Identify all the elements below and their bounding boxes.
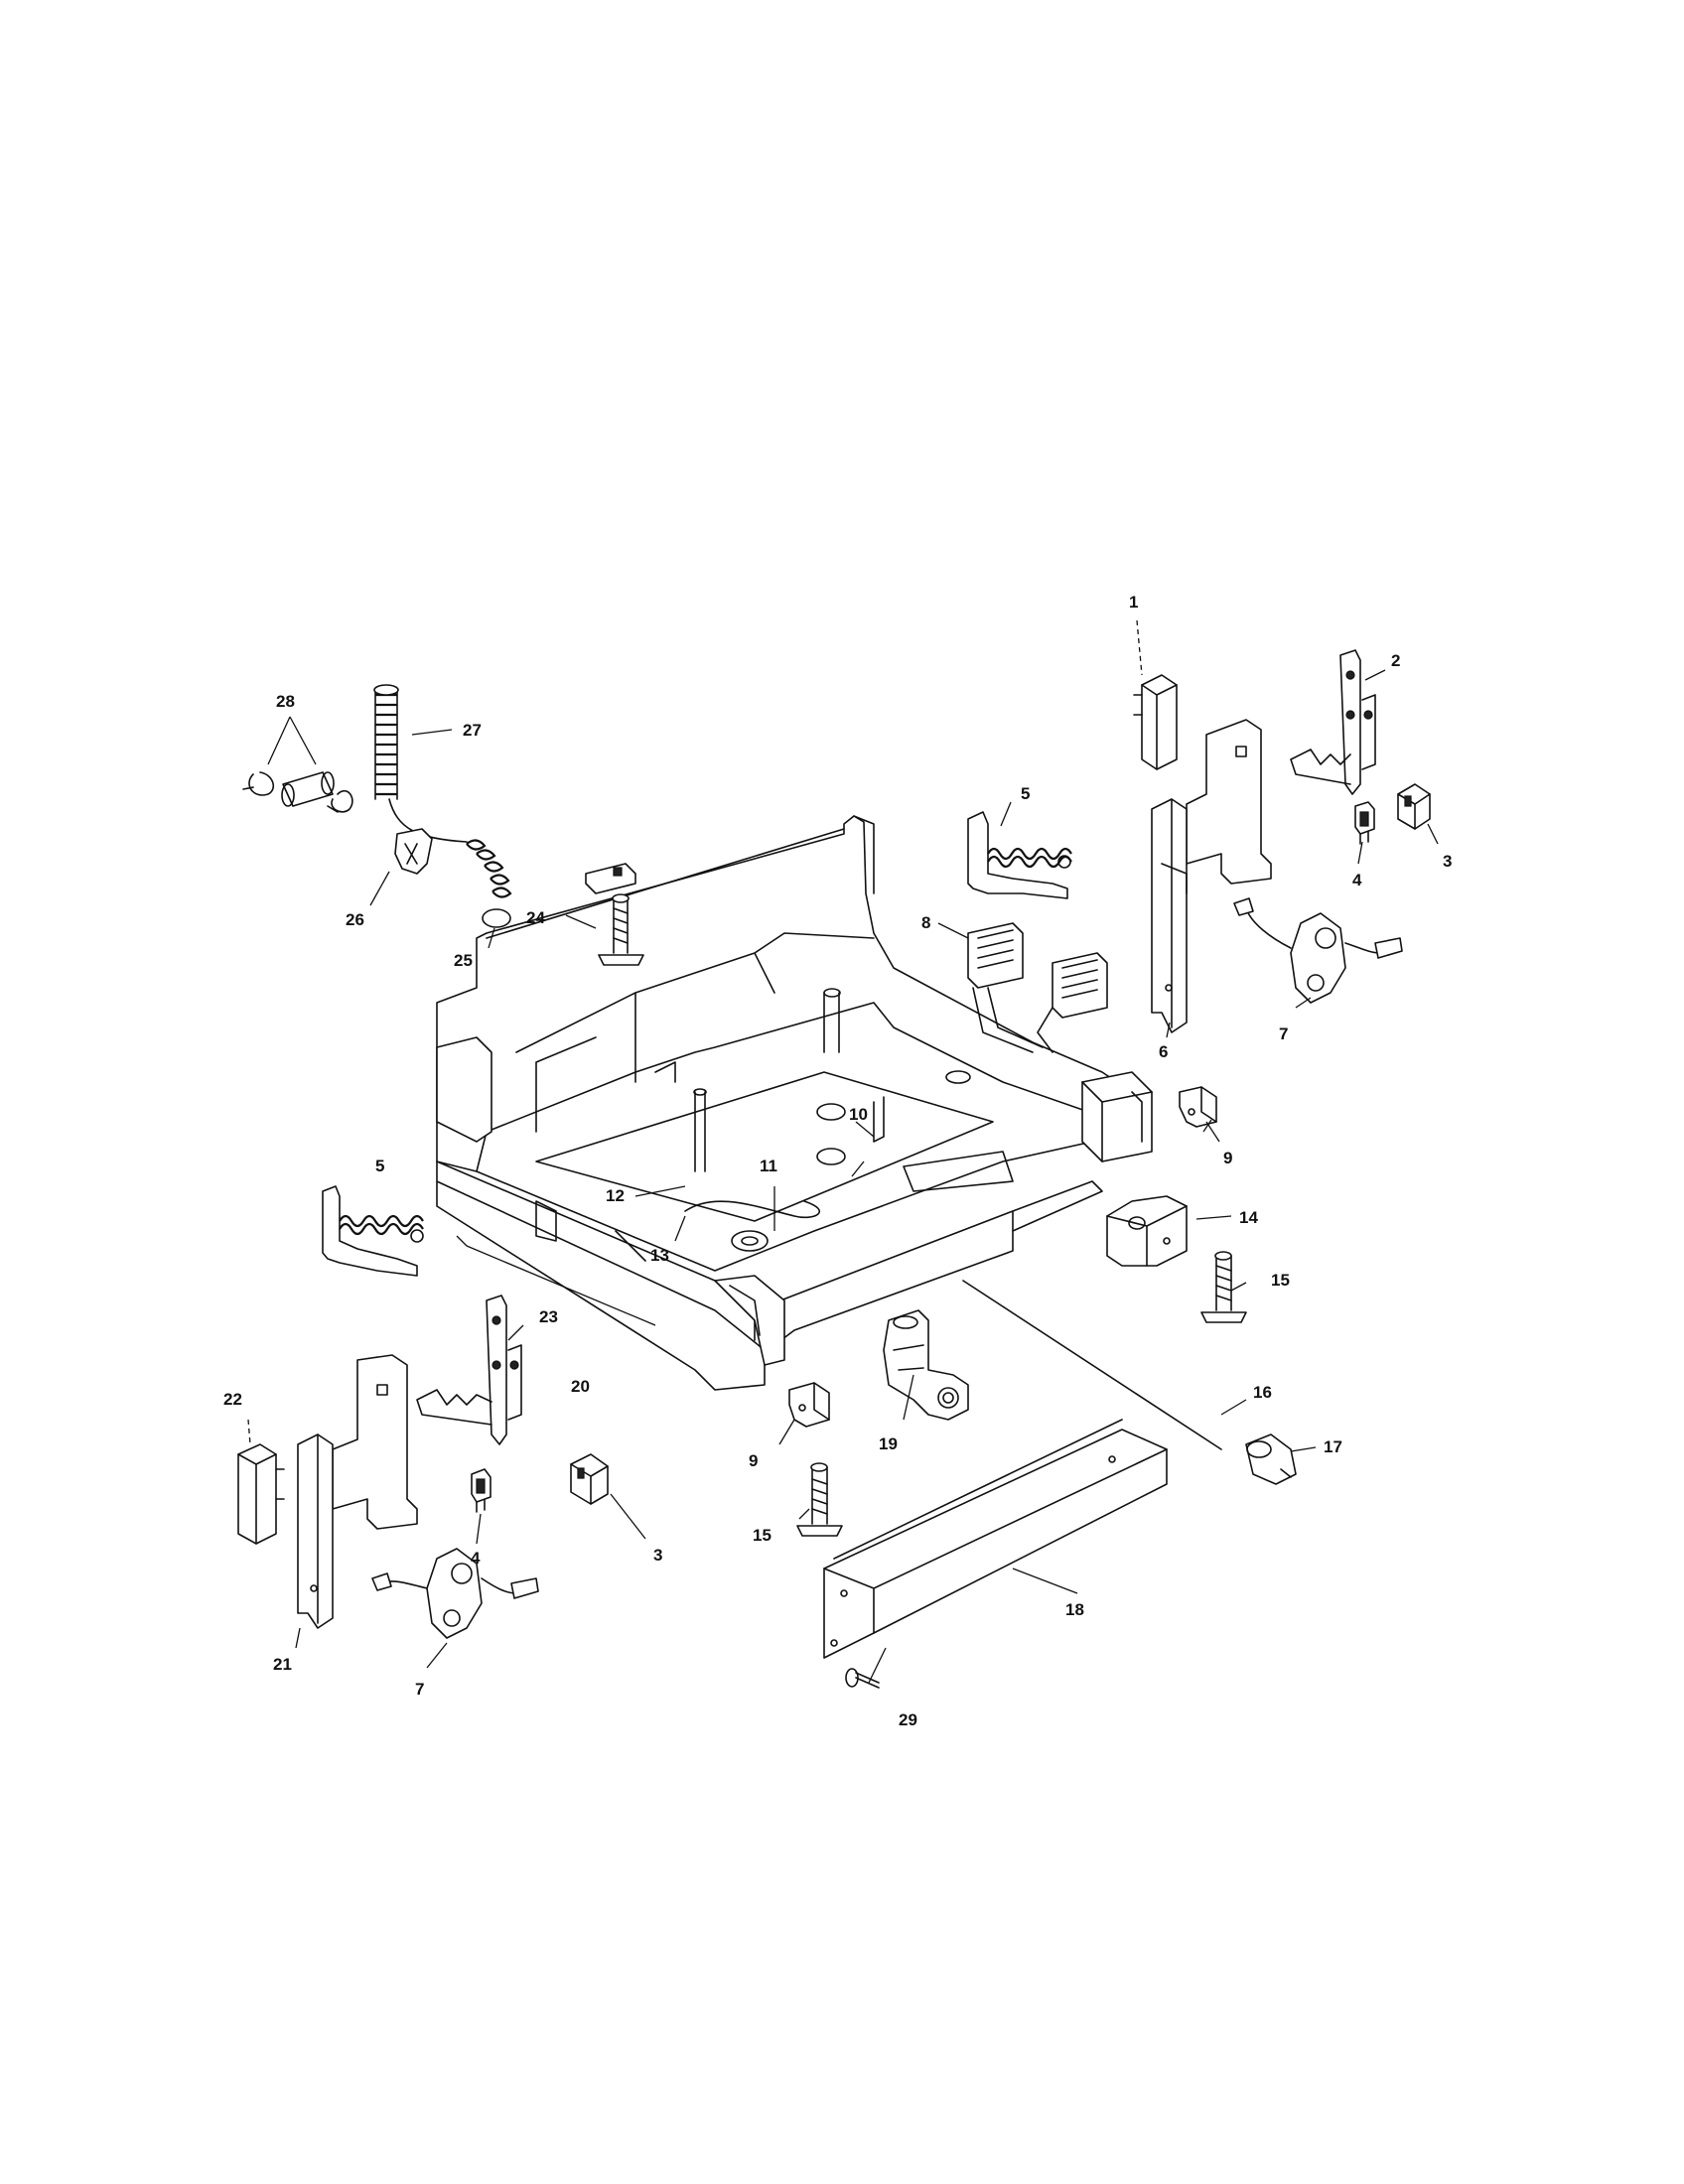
part-7-motor-lower <box>371 1548 539 1639</box>
part-14-bracket <box>1106 1195 1188 1267</box>
callout-10: 10 <box>849 1105 868 1124</box>
callout-18: 18 <box>1065 1600 1084 1619</box>
callout-3-lower: 3 <box>653 1546 662 1565</box>
part-19-inlet-valve <box>883 1309 969 1421</box>
callout-7-upper: 7 <box>1279 1024 1288 1043</box>
callout-14: 14 <box>1239 1208 1258 1227</box>
part-18-kick-plate <box>823 1419 1168 1659</box>
callout-4-upper: 4 <box>1352 871 1362 889</box>
part-15-leveling-foot-upper <box>1200 1251 1247 1323</box>
part-22-cover <box>237 1443 285 1545</box>
callout-7-lower: 7 <box>415 1680 424 1699</box>
callout-15-upper: 15 <box>1271 1271 1290 1290</box>
callout-23: 23 <box>539 1307 558 1326</box>
callout-19: 19 <box>879 1434 898 1453</box>
callout-27: 27 <box>463 721 482 740</box>
part-4-switch-lower <box>471 1468 491 1513</box>
callout-9-lower: 9 <box>749 1451 758 1470</box>
callout-12: 12 <box>606 1186 625 1205</box>
callout-11: 11 <box>760 1157 777 1175</box>
part-29-screw <box>845 1668 880 1689</box>
part-6-bracket <box>1151 719 1272 1033</box>
callout-29: 29 <box>899 1710 917 1729</box>
part-4-switch-upper <box>1354 801 1375 845</box>
leader-lines <box>247 619 1439 1684</box>
callout-5-upper: 5 <box>1021 784 1030 803</box>
callout-1: 1 <box>1129 593 1138 612</box>
part-16-rod <box>962 1280 1222 1450</box>
callout-26: 26 <box>346 910 364 929</box>
part-21-bracket <box>297 1354 418 1629</box>
callout-15-lower: 15 <box>753 1526 772 1545</box>
part-5-spring-upper <box>967 811 1072 899</box>
callout-21: 21 <box>273 1655 292 1674</box>
part-23-hinge <box>416 1295 522 1445</box>
callout-5-lower: 5 <box>375 1157 384 1175</box>
callout-22: 22 <box>223 1390 242 1409</box>
part-26-clip <box>394 828 433 875</box>
callout-17: 17 <box>1324 1437 1342 1456</box>
callout-16: 16 <box>1253 1383 1272 1402</box>
part-5-spring-lower <box>322 1185 424 1277</box>
callout-6: 6 <box>1159 1042 1168 1061</box>
callout-8: 8 <box>921 913 930 932</box>
part-9-bracket-upper <box>1179 1086 1217 1128</box>
callout-20: 20 <box>571 1377 590 1396</box>
part-15-leveling-foot-lower <box>796 1462 843 1537</box>
part-8-connectors <box>967 922 1108 1053</box>
base-tub <box>436 815 1153 1391</box>
callout-9-upper: 9 <box>1223 1149 1232 1167</box>
part-17-knob <box>1245 1433 1297 1485</box>
callout-2: 2 <box>1391 651 1400 670</box>
callout-24: 24 <box>526 908 545 927</box>
callout-25: 25 <box>454 951 473 970</box>
part-27-drain-hose <box>373 684 512 898</box>
callout-labels: 1 2 3 3 4 4 5 5 6 7 7 8 9 9 10 11 12 13 … <box>223 593 1452 1729</box>
part-25-hose-end <box>482 908 511 928</box>
part-2-hinge <box>1290 649 1376 795</box>
part-24-leveling-foot <box>585 863 644 966</box>
callout-13: 13 <box>650 1246 669 1265</box>
part-3-clip-upper <box>1397 783 1431 830</box>
callout-28: 28 <box>276 692 295 711</box>
part-9-bracket-lower <box>788 1382 830 1428</box>
part-3-clip-lower <box>570 1453 609 1505</box>
part-7-motor-upper <box>1233 897 1403 1004</box>
callout-4-lower: 4 <box>471 1549 481 1568</box>
callout-3-upper: 3 <box>1443 852 1452 871</box>
part-28-hose-coupling <box>242 771 353 813</box>
part-1-cover <box>1133 674 1178 770</box>
